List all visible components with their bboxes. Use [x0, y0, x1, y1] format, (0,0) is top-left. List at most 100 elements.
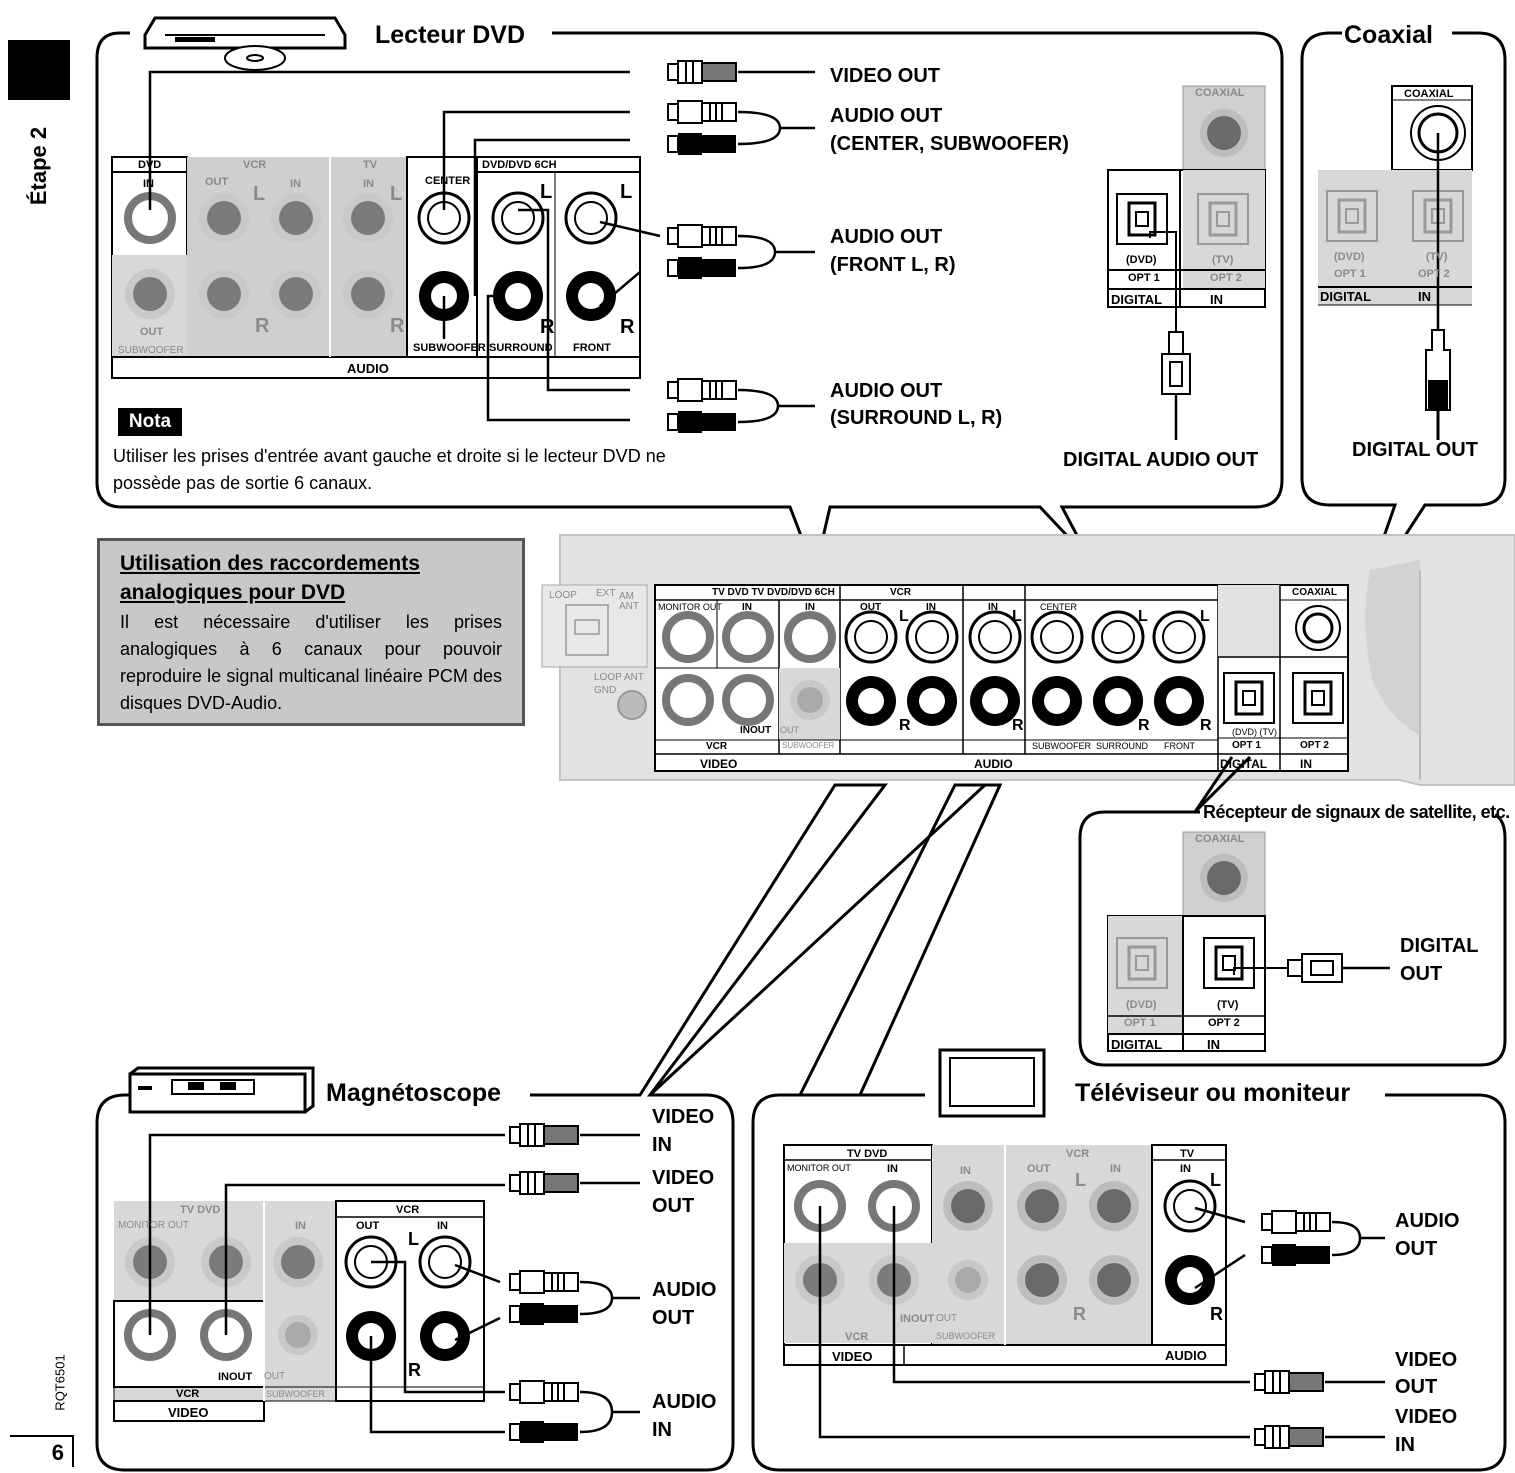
vcr-video-in-1: VIDEO: [652, 1106, 715, 1128]
main-loop: LOOP: [549, 590, 577, 601]
coaxial-panel-opt-tv: (TV): [1426, 251, 1448, 263]
main-tv-L: L: [1012, 608, 1022, 625]
coaxial-digital-out-label: DIGITAL OUT: [1352, 439, 1478, 461]
tv-panel-subwoofer: SUBWOOFER: [936, 1331, 996, 1341]
coaxial-panel-in: IN: [1418, 289, 1431, 304]
main-front: FRONT: [1164, 741, 1195, 751]
analog-info-body: Il est nécessaire d'utiliser les prises …: [120, 612, 502, 713]
tv-panel-tv-dvd: TV DVD: [847, 1148, 888, 1160]
sat-panel-in: IN: [1207, 1037, 1220, 1052]
dvd-panel-vcr-L: L: [253, 183, 266, 205]
dvd-receiver-panel: [111, 156, 641, 379]
tv-panel-video: VIDEO: [832, 1349, 873, 1364]
vcr-panel-subwoofer: SUBWOOFER: [266, 1389, 326, 1399]
main-front-L: L: [1200, 608, 1210, 625]
dvd-digital-opt1: OPT 1: [1128, 272, 1160, 284]
vcr-audio-out-1: AUDIO: [652, 1279, 717, 1301]
sat-panel-opt-tv: (TV): [1217, 999, 1239, 1011]
sat-panel-coaxial: COAXIAL: [1195, 833, 1245, 845]
main-in-1: IN: [742, 602, 752, 613]
vcr-cables: [148, 1133, 505, 1434]
main-vcr-out: OUT: [860, 602, 882, 613]
main-inout: INOUT: [740, 725, 772, 736]
main-opt-dvd-tv: (DVD) (TV): [1232, 727, 1277, 737]
main-sub-label: SUBWOOFER: [782, 741, 835, 750]
dvd-panel-tv: TV: [363, 159, 378, 171]
dvd-player-icon: [143, 16, 347, 71]
sat-panel-opt-dvd: (DVD): [1126, 999, 1157, 1011]
tv-panel-vcr-in: IN: [960, 1165, 971, 1177]
main-subwoofer: SUBWOOFER: [1032, 741, 1092, 751]
coaxial-panel-opt2: OPT 2: [1418, 268, 1450, 280]
dvd-digital-panel: [1107, 85, 1266, 440]
main-digital-in: IN: [1300, 757, 1312, 771]
main-vcr-in: IN: [926, 602, 936, 613]
coaxial-panel-opt1: OPT 1: [1334, 268, 1366, 280]
note-tag: Nota: [118, 408, 182, 436]
tv-panel-sub-out: OUT: [936, 1313, 958, 1324]
dvd-panel-surround-L: L: [540, 181, 553, 203]
dvd-panel-tv-L: L: [390, 183, 403, 205]
vcr-panel-tv-dvd: TV DVD: [180, 1204, 221, 1216]
main-am-ant: AM ANT: [619, 591, 639, 612]
analog-info-title-2: analogiques pour DVD: [120, 581, 346, 604]
tv-panel: [783, 1144, 1227, 1366]
vcr-panel-monitor-out: MONITOR OUT: [118, 1220, 189, 1231]
main-digital: DIGITAL: [1220, 757, 1268, 771]
dvd-digital-opt2: OPT 2: [1210, 272, 1242, 284]
tv-panel-tv: TV: [1180, 1148, 1195, 1160]
tv-icon: [938, 1048, 1046, 1118]
main-header-vcr: VCR: [890, 587, 912, 598]
satellite-panel: [1107, 831, 1390, 1052]
vcr-panel-video: VIDEO: [168, 1405, 209, 1420]
dvd-panel-audio: AUDIO: [347, 361, 389, 376]
sat-panel-opt2: OPT 2: [1208, 1017, 1240, 1029]
main-vcr-L: L: [899, 608, 909, 625]
vcr-plug-leads: [579, 1133, 640, 1434]
satellite-section-frame: [1078, 755, 1507, 1067]
tv-section-title: Téléviseur ou moniteur: [1075, 1079, 1351, 1107]
dvd-panel-6ch: DVD/DVD 6CH: [482, 159, 557, 171]
main-unit-panel: [541, 534, 1515, 786]
main-opt1: OPT 1: [1232, 740, 1261, 751]
tv-video-out-2: OUT: [1395, 1376, 1438, 1398]
vcr-video-in-2: IN: [652, 1134, 672, 1156]
main-ext: EXT: [596, 588, 616, 599]
main-in-2: IN: [805, 602, 815, 613]
vcr-plugs: [509, 1123, 579, 1444]
dvd-panel-in: IN: [143, 178, 154, 190]
main-coaxial: COAXIAL: [1292, 587, 1337, 598]
tv-panel-audio: AUDIO: [1165, 1348, 1207, 1363]
analog-info-title-1: Utilisation des raccordements: [120, 552, 420, 575]
tv-panel-vcr-in2: IN: [1110, 1163, 1121, 1175]
dvd-audio-center-label: AUDIO OUT: [830, 105, 943, 127]
analog-info-box: Utilisation des raccordements analogique…: [97, 538, 525, 726]
dvd-panel-sub-out: OUT: [140, 326, 164, 338]
step-marker: [8, 40, 70, 100]
dvd-panel-vcr-out: OUT: [205, 176, 229, 188]
dvd-panel-vcr: VCR: [243, 159, 267, 171]
main-opt2: OPT 2: [1300, 740, 1329, 751]
main-tv-R: R: [1012, 717, 1024, 734]
dvd-panel-surround: SURROUND: [489, 342, 553, 354]
tv-video-in-1: VIDEO: [1395, 1406, 1458, 1428]
dvd-panel-surround-R: R: [540, 316, 555, 338]
tv-cables: [818, 1206, 1250, 1439]
main-center: CENTER: [1040, 602, 1078, 612]
vcr-panel: [113, 1200, 485, 1422]
tv-panel-tv-R: R: [1210, 1304, 1223, 1324]
dvd-panel-subwoofer: SUBWOOFER: [413, 342, 486, 354]
vcr-audio-out-2: OUT: [652, 1307, 695, 1329]
vcr-panel-in2: IN: [437, 1220, 448, 1232]
dvd-digital-coaxial: COAXIAL: [1195, 87, 1245, 99]
dvd-section-frame: [95, 31, 1284, 578]
tv-panel-tv-in: IN: [1180, 1163, 1191, 1175]
dvd-digital-audio-out-label: DIGITAL AUDIO OUT: [1063, 449, 1259, 471]
main-tv-in: IN: [988, 602, 998, 613]
dvd-panel-front-L: L: [620, 181, 633, 203]
satellite-section-title: Récepteur de signaux de satellite, etc.: [1203, 802, 1510, 822]
dvd-panel-vcr-in: IN: [290, 178, 301, 190]
main-gnd: GND: [594, 685, 617, 696]
